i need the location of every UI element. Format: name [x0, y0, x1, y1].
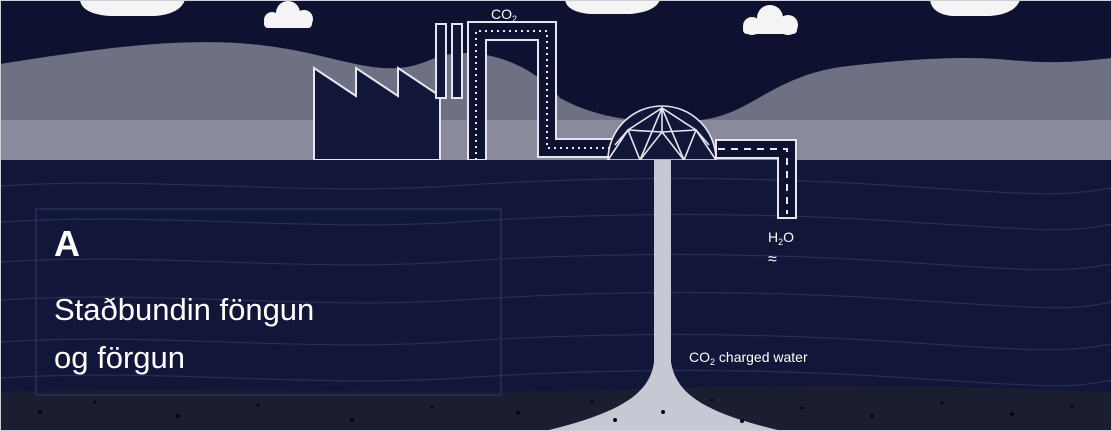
injection-well	[545, 160, 782, 431]
label-title-line-1: Staðbundin föngun	[54, 292, 315, 327]
label-letter: A	[54, 223, 80, 264]
water-pipe	[715, 139, 797, 219]
label-title-line-2: og förgun	[54, 340, 185, 375]
co2-label: CO2	[491, 6, 517, 24]
co2-charged-water-label: CO2 charged water	[689, 349, 808, 367]
factory-icon	[313, 23, 463, 161]
h2o-label: H2O	[768, 229, 794, 247]
cloud-icon	[80, 0, 185, 16]
cloud-icon	[264, 1, 313, 28]
bedrock-specks	[38, 398, 1074, 423]
label-box-outline	[35, 208, 502, 396]
water-wave-icon: ≈	[768, 251, 777, 268]
cloud-icon	[565, 0, 660, 14]
dome-icon	[607, 105, 717, 163]
bedrock	[0, 385, 1112, 431]
cloud-icon	[930, 0, 1020, 16]
cloud-icon	[743, 5, 798, 35]
ground-strata	[0, 177, 1112, 387]
